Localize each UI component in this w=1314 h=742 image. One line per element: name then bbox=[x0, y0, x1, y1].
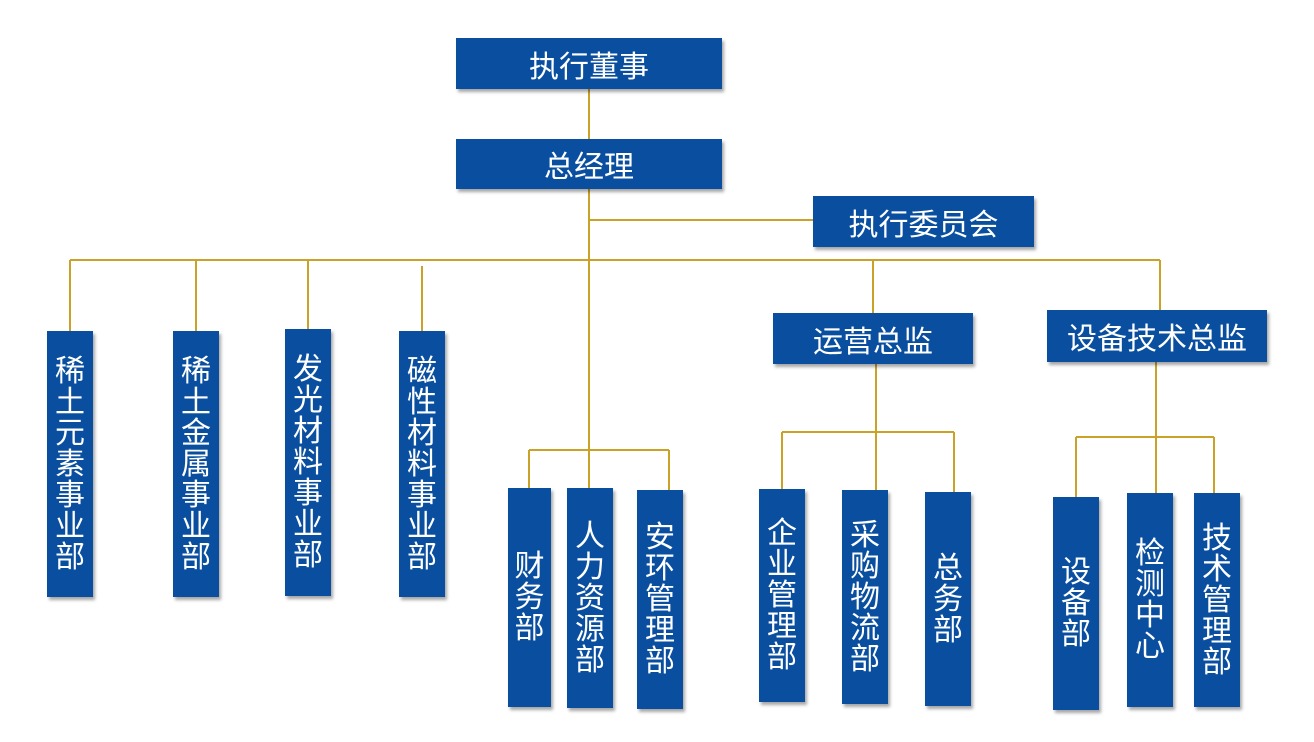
general-manager-box: 总经理 bbox=[456, 139, 722, 189]
node-label: 技术管理部 bbox=[1202, 520, 1232, 680]
equipment-department-box: 设备部 bbox=[1053, 497, 1099, 710]
node-label: 执行董事 bbox=[529, 49, 649, 85]
luminescent-materials-division-box: 发光材料事业部 bbox=[285, 329, 331, 596]
node-label: 执行委员会 bbox=[848, 207, 999, 243]
executive-director-box: 执行董事 bbox=[456, 38, 722, 89]
node-label: 总务部 bbox=[933, 550, 963, 648]
node-label: 稀土金属事业部 bbox=[181, 353, 211, 575]
node-label: 稀土元素事业部 bbox=[55, 353, 85, 575]
node-label: 磁性材料事业部 bbox=[407, 353, 437, 575]
procurement-logistics-department-box: 采购物流部 bbox=[842, 490, 888, 704]
rare-earth-elements-division-box: 稀土元素事业部 bbox=[47, 331, 93, 597]
equipment-tech-director-box: 设备技术总监 bbox=[1047, 310, 1267, 362]
node-label: 企业管理部 bbox=[767, 516, 797, 675]
node-label: 检测中心 bbox=[1135, 536, 1165, 664]
node-label: 人力资源部 bbox=[575, 518, 605, 678]
general-affairs-department-box: 总务部 bbox=[925, 492, 971, 706]
node-label: 运营总监 bbox=[813, 324, 933, 360]
finance-department-box: 财务部 bbox=[508, 488, 551, 707]
operations-director-box: 运营总监 bbox=[773, 313, 973, 364]
safety-environment-department-box: 安环管理部 bbox=[637, 490, 683, 709]
node-label: 财务部 bbox=[514, 549, 545, 646]
testing-center-box: 检测中心 bbox=[1127, 493, 1173, 707]
technology-management-department-box: 技术管理部 bbox=[1194, 493, 1240, 707]
node-label: 设备技术总监 bbox=[1067, 322, 1247, 357]
node-label: 总经理 bbox=[544, 150, 634, 185]
node-label: 安环管理部 bbox=[645, 520, 675, 679]
human-resources-department-box: 人力资源部 bbox=[567, 488, 613, 708]
executive-committee-box: 执行委员会 bbox=[813, 196, 1034, 247]
magnetic-materials-division-box: 磁性材料事业部 bbox=[399, 331, 445, 597]
enterprise-management-department-box: 企业管理部 bbox=[759, 489, 805, 702]
node-label: 设备部 bbox=[1061, 555, 1091, 652]
node-label: 采购物流部 bbox=[850, 517, 880, 677]
rare-earth-metals-division-box: 稀土金属事业部 bbox=[173, 331, 219, 597]
node-label: 发光材料事业部 bbox=[293, 352, 323, 573]
